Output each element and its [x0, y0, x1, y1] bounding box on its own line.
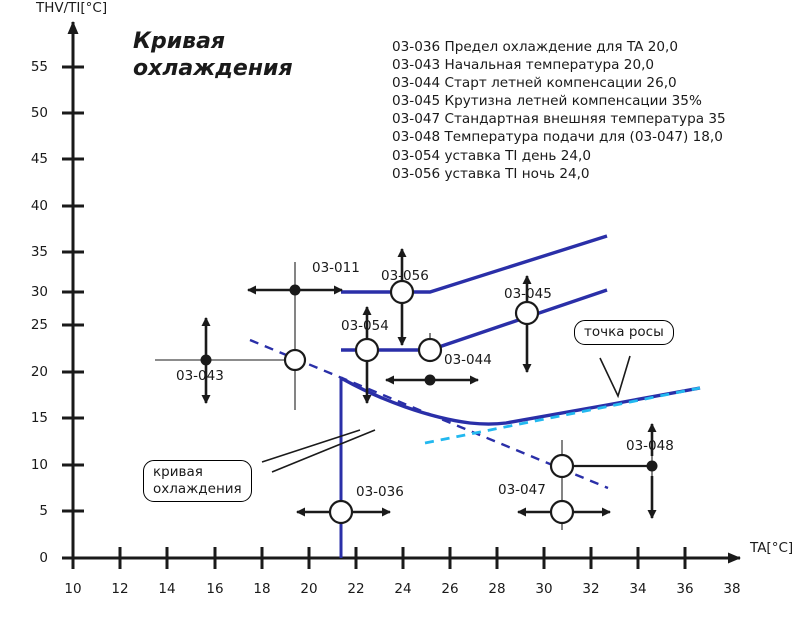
y-tick-label: 45: [30, 151, 48, 167]
y-tick-label: 55: [30, 59, 48, 75]
x-tick-label: 26: [441, 581, 459, 597]
03-036-node: [328, 499, 354, 525]
marker-label-03-045: 03-045: [504, 286, 552, 302]
marker-label-03-048: 03-048: [626, 438, 674, 454]
03-048-point: [646, 460, 658, 472]
legend-item: 03-047 Стандартная внешняя температура 3…: [392, 111, 726, 128]
legend-item: 03-043 Начальная температура 20,0: [392, 57, 655, 74]
x-axis-label: TA[°C]: [750, 540, 794, 556]
y-tick-label: 10: [30, 457, 48, 473]
title-line-2: охлаждения: [133, 56, 293, 81]
03-054-node: [354, 337, 380, 363]
x-tick-label: 18: [253, 581, 271, 597]
legend-item: 03-056 уставка TI ночь 24,0: [392, 165, 590, 182]
legend-block: 03-036 Предел охлаждение для TA 20,0 03-…: [392, 38, 802, 183]
y-tick-label: 25: [30, 317, 48, 333]
legend-item: 03-054 уставка TI день 24,0: [392, 147, 591, 164]
y-tick-label: 5: [39, 503, 48, 519]
03-044-point: [424, 374, 436, 386]
legend-item: 03-036 Предел охлаждение для TA 20,0: [392, 39, 678, 55]
x-tick-label: 12: [111, 581, 129, 597]
x-tick-label: 34: [629, 581, 647, 597]
03-056-node: [389, 279, 415, 305]
y-tick-label: 0: [39, 550, 48, 566]
marker-label-03-056: 03-056: [381, 268, 429, 284]
cooling-curve-leader-bottom: [271, 429, 376, 473]
y-tick-label: 30: [30, 284, 48, 300]
03-044-node: [417, 337, 443, 363]
03-047-lower-node: [549, 499, 575, 525]
x-tick-label: 30: [535, 581, 553, 597]
x-tick-label: 38: [723, 581, 741, 597]
03-043-node: [283, 348, 307, 372]
y-axis-ticks: [62, 65, 84, 560]
x-tick-label: 32: [582, 581, 600, 597]
cooling-curve-leader-top: [261, 429, 361, 463]
x-tick-label: 36: [676, 581, 694, 597]
x-axis-ticks: [71, 547, 687, 569]
dashed-lines: [249, 338, 701, 490]
y-tick-label: 20: [30, 364, 48, 380]
x-tick-label: 16: [206, 581, 224, 597]
y-axis-label: THV/TI[°C]: [36, 0, 108, 16]
limit-dashed-line: [249, 338, 609, 490]
legend-item: 03-044 Старт летней компенсации 26,0: [392, 75, 677, 92]
x-tick-label: 20: [300, 581, 318, 597]
03-043-point: [200, 354, 212, 366]
marker-label-03-011: 03-011: [312, 260, 360, 276]
marker-label-03-043: 03-043: [176, 368, 224, 384]
x-tick-label: 10: [64, 581, 82, 597]
cooling-supply-curve: [340, 376, 701, 426]
cooling-callout-line-1: кривая: [153, 464, 203, 480]
dew-point-callout: точка росы: [574, 320, 674, 345]
night-setpoint-curve: [341, 234, 608, 294]
legend-item: 03-048 Температура подачи для (03-047) 1…: [392, 129, 723, 146]
x-tick-label: 24: [394, 581, 412, 597]
axis-lines: [67, 21, 741, 564]
y-tick-label: 15: [30, 410, 48, 426]
cooling-curve-callout: кривая охлаждения: [143, 460, 252, 502]
title-line-1: Кривая: [133, 29, 226, 54]
03-011-point: [289, 284, 301, 296]
y-tick-label: 40: [30, 198, 48, 214]
x-tick-label: 14: [158, 581, 176, 597]
marker-label-03-047: 03-047: [498, 482, 546, 498]
03-045-node: [514, 300, 540, 326]
page-title: Кривая охлаждения: [133, 28, 383, 82]
dew-point-leader: [599, 355, 631, 399]
cooling-callout-line-2: охлаждения: [153, 481, 242, 497]
marker-label-03-054: 03-054: [341, 318, 389, 334]
y-tick-label: 35: [30, 244, 48, 260]
03-047-node: [549, 453, 575, 479]
marker-label-03-036: 03-036: [356, 484, 404, 500]
x-tick-label: 28: [488, 581, 506, 597]
marker-label-03-044: 03-044: [444, 352, 492, 368]
y-tick-label: 50: [30, 105, 48, 121]
legend-item: 03-045 Крутизна летней компенсации 35%: [392, 93, 702, 110]
callout-leaders: [261, 355, 631, 473]
x-tick-label: 22: [347, 581, 365, 597]
marker-annotations: [200, 248, 658, 525]
